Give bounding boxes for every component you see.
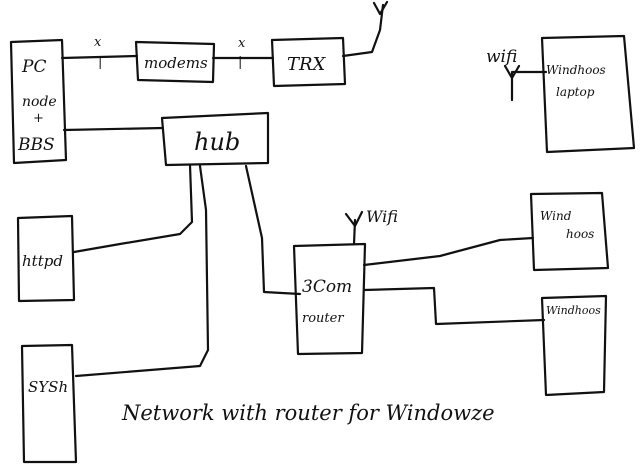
laptop-box: Windhoos laptop bbox=[540, 34, 636, 154]
pc-node-bbs-box: PC node + BBS bbox=[9, 38, 68, 165]
router-antenna-icon bbox=[344, 210, 364, 228]
pc-modems-mark-bar: | bbox=[98, 55, 102, 70]
hub-box: hub bbox=[160, 111, 270, 167]
sysh-label: SYSh bbox=[28, 378, 68, 396]
windhoos2-box: Windhoos bbox=[540, 294, 608, 397]
pc-label-line1: PC bbox=[21, 57, 46, 77]
hub-httpd-link bbox=[72, 163, 194, 254]
windhoos1-box: Wind hoos bbox=[529, 191, 610, 272]
pc-modems-mark-x: x bbox=[94, 35, 102, 50]
windhoos1-label-line1: Wind bbox=[540, 209, 572, 223]
windhoos2-label: Windhoos bbox=[546, 304, 601, 317]
hub-router-link bbox=[244, 164, 302, 296]
pc-label-line4: BBS bbox=[17, 135, 55, 155]
trx-antenna-line bbox=[341, 3, 385, 58]
pc-modems-link bbox=[60, 54, 139, 60]
router-windhoos1-link bbox=[362, 236, 535, 267]
modems-label: modems bbox=[144, 54, 208, 72]
trx-label: TRX bbox=[287, 54, 327, 75]
router-box: 3Com router bbox=[292, 242, 367, 356]
pc-label-line3: + bbox=[33, 111, 44, 126]
laptop-antenna-icon bbox=[503, 64, 521, 80]
laptop-label-line1: Windhoos bbox=[546, 63, 606, 77]
trx-antenna-icon bbox=[372, 0, 389, 16]
httpd-box: httpd bbox=[16, 214, 76, 303]
modems-box: modems bbox=[134, 40, 216, 84]
router-label-line2: router bbox=[302, 311, 344, 326]
pc-label-line2: node bbox=[22, 94, 57, 110]
pc-hub-link bbox=[62, 126, 165, 132]
router-label-line1: 3Com bbox=[302, 277, 352, 297]
sysh-box: SYSh bbox=[20, 343, 78, 464]
laptop-wifi-label: wifi bbox=[486, 47, 517, 67]
router-wifi-label: Wifi bbox=[366, 207, 398, 226]
httpd-label: httpd bbox=[22, 252, 63, 270]
laptop-label-line2: laptop bbox=[556, 85, 595, 99]
windhoos1-label-line2: hoos bbox=[566, 227, 594, 241]
trx-box: TRX bbox=[270, 36, 347, 88]
hub-label: hub bbox=[194, 128, 240, 156]
diagram-caption: Network with router for Windowze bbox=[121, 401, 495, 425]
hub-sysh-link bbox=[74, 164, 210, 378]
modems-trx-mark-x: x bbox=[238, 36, 246, 51]
router-windhoos2-link bbox=[362, 286, 546, 326]
modems-trx-mark-bar: | bbox=[238, 55, 242, 70]
laptop-antenna-line bbox=[510, 70, 548, 102]
